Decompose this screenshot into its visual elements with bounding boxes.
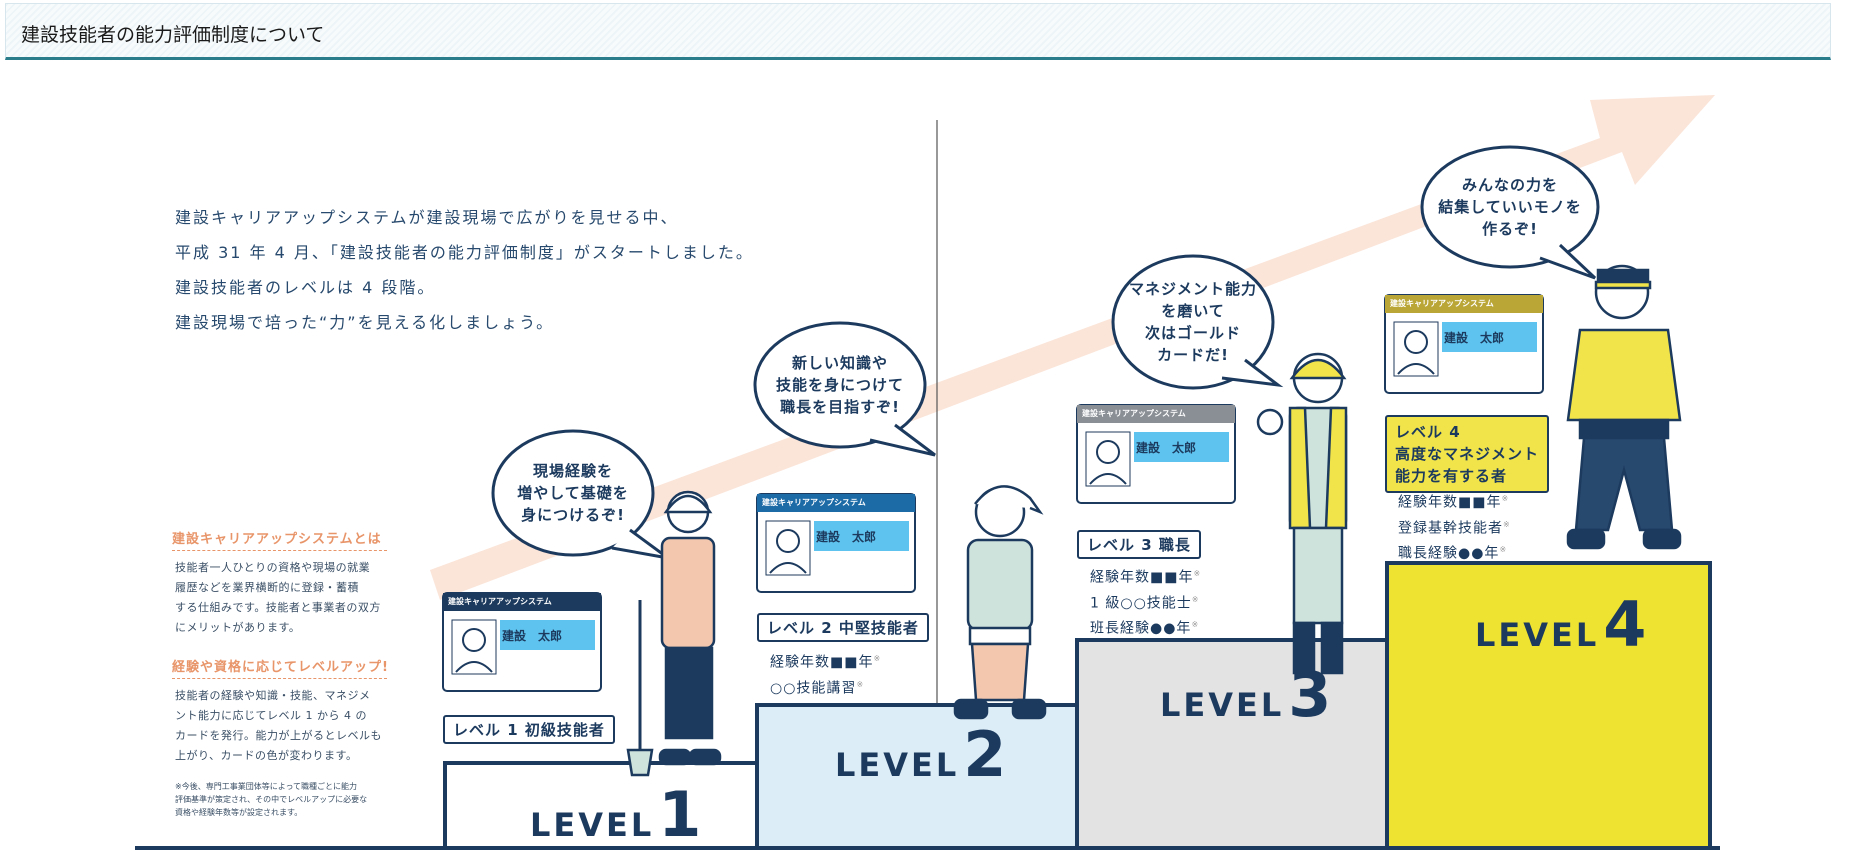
intro-line: 建設現場で培った“力”を見える化しましょう。 xyxy=(175,313,555,332)
rising-arrow xyxy=(430,95,1715,600)
bubble-line: カードだ! xyxy=(1157,346,1229,364)
card-name: 建設 太郎 xyxy=(1444,331,1505,345)
step-level-4 xyxy=(1385,561,1712,850)
speech-bubble-3 xyxy=(1111,254,1284,390)
footnote-line: ※今後、専門工事業団体等によって職種ごとに能力 xyxy=(175,782,358,791)
step-number: 4 xyxy=(1603,588,1647,661)
bubble-line: 作るぞ! xyxy=(1482,220,1538,238)
level-label-line: 高度なマネジメント xyxy=(1395,445,1540,463)
step-word: LEVEL xyxy=(835,746,960,784)
bubble-line: 現場経験を xyxy=(532,462,613,480)
worker-level-4 xyxy=(1566,264,1682,550)
levelup-line: 技能者の経験や知識・技能、マネジメ xyxy=(175,689,371,702)
worker-level-1 xyxy=(626,490,722,777)
requirements-level-2: 経験年数■■年※ ○○技能講習※ xyxy=(770,654,882,697)
worker-level-3 xyxy=(1256,352,1348,675)
bubble-line: を磨いて xyxy=(1161,302,1225,320)
step-word: LEVEL xyxy=(1160,686,1285,724)
bubble-line: 身につけるぞ! xyxy=(521,506,625,524)
level-label-line: レベル 4 xyxy=(1395,423,1461,441)
about-line: 技能者一人ひとりの資格や現場の就業 xyxy=(175,561,371,574)
speech-bubble-1 xyxy=(491,429,669,560)
level-illustration: 建設キャリアアップシステムが建設現場で広がりを見せる中、 平成 31 年 4 月… xyxy=(0,60,1857,858)
bubble-line: マネジメント能力 xyxy=(1128,280,1257,298)
card-title: 建設キャリアアップシステム xyxy=(762,498,866,507)
footnote: ※今後、専門工事業団体等によって職種ごとに能力 評価基準が策定され、その中でレベ… xyxy=(175,780,390,819)
step-text-2: LEVEL2 xyxy=(835,718,1006,791)
id-card-level-1 xyxy=(442,592,602,692)
bubble-line: 職長を目指すぞ! xyxy=(780,398,900,416)
bubble-line: 結集していいモノを xyxy=(1438,198,1582,216)
card-title: 建設キャリアアップシステム xyxy=(1082,409,1186,418)
step-level-2 xyxy=(755,703,1079,850)
card-title: 建設キャリアアップシステム xyxy=(448,597,552,606)
card-title: 建設キャリアアップシステム xyxy=(1390,299,1494,308)
bubble-line: 次はゴールド xyxy=(1144,324,1241,342)
page-title: 建設技能者の能力評価制度について xyxy=(21,24,325,46)
bubble-line: みんなの力を xyxy=(1461,176,1558,194)
requirement-item: ○○技能講習 xyxy=(770,680,857,697)
bubble-line: 増やして基礎を xyxy=(517,484,629,502)
speech-bubble-2 xyxy=(753,321,936,457)
requirement-item: 経験年数■■年 xyxy=(1398,494,1502,511)
about-line: にメリットがあります。 xyxy=(175,621,301,634)
bubble-text-2: 新しい知識や 技能を身につけて 職長を目指すぞ! xyxy=(765,352,915,418)
about-line: 履歴などを業界横断的に登録・蓄積 xyxy=(175,581,359,594)
requirements-level-3: 経験年数■■年※ 1 級○○技能士※ 班長経験●●年※ xyxy=(1090,569,1202,637)
step-word: LEVEL xyxy=(530,806,655,844)
worker-level-2 xyxy=(953,485,1047,720)
requirement-item: 職長経験●●年 xyxy=(1398,545,1500,562)
step-word: LEVEL xyxy=(1475,616,1600,654)
step-text-4: LEVEL4 xyxy=(1475,588,1646,661)
speech-bubble-4 xyxy=(1420,145,1600,280)
levelup-line: カードを発行。能力が上がるとレベルも xyxy=(175,729,382,742)
step-number: 3 xyxy=(1288,658,1332,731)
bubble-text-1: 現場経験を 増やして基礎を 身につけるぞ! xyxy=(503,460,643,526)
requirement-item: 経験年数■■年 xyxy=(1090,569,1194,586)
page-header: 建設技能者の能力評価制度について xyxy=(5,3,1831,60)
level-label-2: レベル 2 中堅技能者 xyxy=(757,613,929,642)
card-name: 建設 太郎 xyxy=(1136,441,1197,455)
intro-line: 平成 31 年 4 月、「建設技能者の能力評価制度」がスタートしました。 xyxy=(175,243,754,262)
requirements-level-4: 経験年数■■年※ 登録基幹技能者※ 職長経験●●年※ xyxy=(1398,494,1511,562)
requirement-item: 経験年数■■年 xyxy=(770,654,874,671)
step-number: 1 xyxy=(658,778,702,851)
footnote-line: 資格や経験年数等が設定されます。 xyxy=(175,808,303,817)
intro-line: 建設キャリアアップシステムが建設現場で広がりを見せる中、 xyxy=(175,208,679,227)
about-line: する仕組みです。技能者と事業者の双方 xyxy=(175,601,381,614)
id-card-level-3 xyxy=(1076,404,1236,504)
bubble-line: 技能を身につけて xyxy=(775,376,904,394)
levelup-line: 上がり、カードの色が変わります。 xyxy=(175,749,358,762)
about-title: 建設キャリアアップシステムとは xyxy=(172,532,382,547)
footnote-line: 評価基準が策定され、その中でレベルアップに必要な xyxy=(175,795,368,804)
bubble-line: 新しい知識や xyxy=(791,354,888,372)
levelup-divider xyxy=(172,678,387,679)
step-text-1: LEVEL1 xyxy=(530,778,701,851)
levelup-line: ント能力に応じてレベル 1 から 4 の xyxy=(175,709,367,722)
illustration-graphics xyxy=(135,95,1720,850)
bubble-text-4: みんなの力を 結集していいモノを 作るぞ! xyxy=(1430,174,1590,240)
level-label-line: 能力を有する者 xyxy=(1395,467,1508,485)
requirement-item: 1 級○○技能士 xyxy=(1090,595,1192,612)
level-label-4: レベル 4 高度なマネジメント 能力を有する者 xyxy=(1385,415,1550,493)
levelup-text: 技能者の経験や知識・技能、マネジメ ント能力に応じてレベル 1 から 4 の カ… xyxy=(175,686,390,766)
levelup-title: 経験や資格に応じてレベルアップ! xyxy=(172,660,389,675)
id-card-level-2 xyxy=(756,493,916,593)
intro-text: 建設キャリアアップシステムが建設現場で広がりを見せる中、 平成 31 年 4 月… xyxy=(175,200,754,340)
bubble-text-3: マネジメント能力 を磨いて 次はゴールド カードだ! xyxy=(1118,278,1268,366)
requirement-item: 班長経験●●年 xyxy=(1090,620,1192,637)
step-text-3: LEVEL3 xyxy=(1160,658,1331,731)
id-card-level-4 xyxy=(1384,294,1544,394)
card-name: 建設 太郎 xyxy=(816,530,877,544)
level-label-1: レベル 1 初級技能者 xyxy=(443,715,615,744)
card-name: 建設 太郎 xyxy=(502,629,563,643)
step-number: 2 xyxy=(963,718,1007,791)
about-divider xyxy=(172,550,387,551)
level-label-3: レベル 3 職長 xyxy=(1077,530,1201,559)
requirement-item: 登録基幹技能者 xyxy=(1398,520,1503,537)
step-level-3 xyxy=(1075,638,1389,850)
intro-line: 建設技能者のレベルは 4 段階。 xyxy=(175,278,436,297)
about-text: 技能者一人ひとりの資格や現場の就業 履歴などを業界横断的に登録・蓄積 する仕組み… xyxy=(175,558,390,638)
